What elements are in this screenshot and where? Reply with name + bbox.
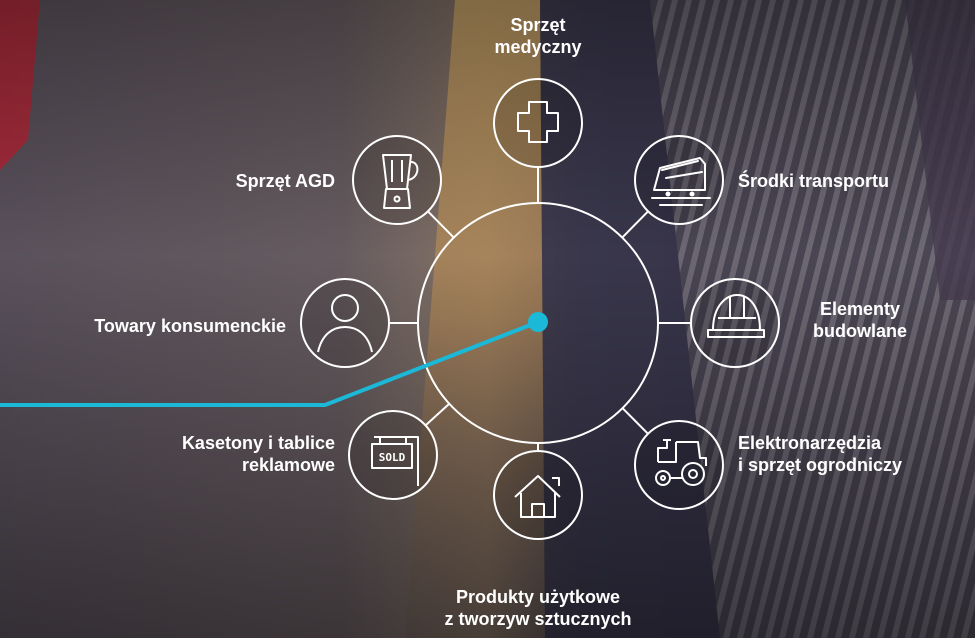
- label-signs: Kasetony i tablice reklamowe: [80, 432, 335, 476]
- label-line: reklamowe: [241, 455, 335, 475]
- label-transport: Środki transportu: [738, 170, 889, 192]
- connectors: [389, 167, 691, 451]
- sold-sign-icon: [371, 436, 419, 486]
- tractor-icon: [655, 439, 707, 486]
- node-tools[interactable]: [634, 420, 724, 510]
- label-line: z tworzyw sztucznych: [444, 609, 632, 629]
- label-line: Elementy: [819, 299, 901, 319]
- node-transport[interactable]: [634, 135, 724, 225]
- label-consumer: Towary konsumenckie: [0, 315, 286, 337]
- hard-hat-icon: [707, 294, 765, 338]
- label-line: Produkty użytkowe: [455, 587, 621, 607]
- connector-line: [621, 210, 649, 239]
- train-icon: [651, 157, 711, 206]
- label-building: Elementy budowlane: [780, 298, 940, 342]
- label-line: Towary konsumenckie: [94, 316, 286, 336]
- label-agd: Sprzęt AGD: [140, 170, 335, 192]
- accent-line: [0, 320, 539, 407]
- label-medical: Sprzęt medyczny: [468, 14, 608, 58]
- label-line: budowlane: [813, 321, 907, 341]
- person-icon: [317, 294, 373, 353]
- label-line: Elektronarzędzia: [738, 433, 882, 453]
- node-plastic[interactable]: [493, 450, 583, 540]
- center-hub-circle: [417, 202, 659, 444]
- connector-line: [424, 403, 450, 427]
- label-plastic: Produkty użytkowe z tworzyw sztucznych: [408, 586, 668, 630]
- node-building[interactable]: [690, 278, 780, 368]
- node-medical[interactable]: [493, 78, 583, 168]
- medical-cross-icon: [517, 101, 559, 143]
- label-line: medyczny: [494, 37, 582, 57]
- sold-sign-text: SOLD: [379, 451, 406, 464]
- label-tools: Elektronarzędzia i sprzęt ogrodniczy: [738, 432, 902, 476]
- node-consumer[interactable]: [300, 278, 390, 368]
- node-agd[interactable]: [352, 135, 442, 225]
- node-signs[interactable]: SOLD: [348, 410, 438, 500]
- connector-line: [427, 210, 455, 239]
- connector-line: [621, 407, 649, 435]
- house-icon: [514, 475, 561, 518]
- label-line: Kasetony i tablice: [181, 433, 335, 453]
- label-line: Środki transportu: [738, 171, 890, 191]
- label-line: Sprzęt AGD: [235, 171, 335, 191]
- accent-dot: [528, 312, 548, 332]
- label-line: i sprzęt ogrodniczy: [738, 455, 903, 475]
- blender-icon: [382, 154, 419, 209]
- label-line: Sprzęt: [510, 15, 566, 35]
